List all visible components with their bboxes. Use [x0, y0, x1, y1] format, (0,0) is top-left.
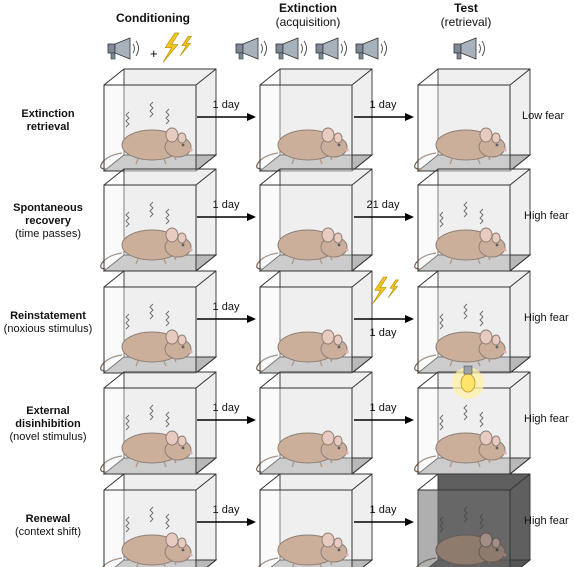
cage-box: [100, 270, 218, 374]
cage-box: [100, 68, 218, 172]
cage-box: [256, 270, 374, 374]
mouse-icon: [256, 127, 349, 170]
row-title-line: Reinstatement: [10, 310, 86, 322]
mouse-icon: [256, 227, 349, 270]
outcome-label: High fear: [524, 413, 569, 425]
cage-box: [414, 371, 532, 475]
speaker-icon: [355, 37, 387, 60]
mouse-icon: [414, 127, 507, 170]
arrow-extinction-to-test: [354, 416, 414, 424]
arrow-extinction-to-test: [354, 315, 414, 323]
cage-box: [258, 473, 374, 567]
arrow-extinction-to-test: [354, 518, 414, 526]
arrow-conditioning-to-extinction: [197, 315, 256, 323]
column-header-conditioning: Conditioning: [93, 11, 213, 25]
lightning-icon: [162, 32, 193, 63]
mouse-icon: [100, 227, 193, 270]
row-title-line: recovery: [25, 214, 71, 227]
cage-box: [414, 68, 532, 172]
arrow-conditioning-to-extinction: [197, 518, 256, 526]
lightbulb-icon: [452, 365, 484, 399]
mouse-icon: [256, 329, 349, 372]
column-subtitle: (retrieval): [440, 15, 492, 29]
row-title-line: External: [26, 404, 70, 417]
arrow-label-interval-2: 1 day: [369, 327, 397, 339]
lightning-icon: [372, 276, 400, 304]
row-4: [102, 473, 532, 567]
arrow-conditioning-to-extinction: [197, 213, 256, 221]
arrow-label-interval-1: 1 day: [212, 99, 240, 111]
arrow-label-interval-2: 1 day: [369, 99, 397, 111]
row-subtitle: (context shift): [14, 526, 82, 538]
row-2: [100, 270, 532, 374]
arrow-extinction-to-test: [354, 213, 414, 221]
outcome-label: Low fear: [522, 110, 565, 122]
speaker-icon: [275, 37, 307, 60]
row-subtitle: (novel stimulus): [9, 430, 87, 443]
column-title: Test: [454, 1, 478, 15]
column-title: Extinction: [278, 1, 337, 15]
mouse-icon: [100, 430, 193, 473]
speaker-icon: [107, 37, 139, 60]
mouse-icon: [256, 430, 349, 473]
arrow-conditioning-to-extinction: [197, 113, 256, 121]
arrow-conditioning-to-extinction: [197, 416, 256, 424]
cage-box: [414, 168, 532, 272]
row-label: Renewal(context shift): [0, 513, 96, 539]
arrow-label-interval-2: 1 day: [369, 402, 397, 414]
row-3: [100, 365, 532, 475]
row-0: [100, 68, 532, 172]
plus-sign: +: [150, 46, 158, 61]
row-title-line: disinhibition: [15, 417, 81, 430]
mouse-icon: [102, 532, 193, 567]
arrow-label-interval-1: 1 day: [212, 504, 240, 516]
arrow-label-interval-1: 1 day: [212, 301, 240, 313]
cage-box: [100, 371, 218, 475]
speaker-icon: [453, 37, 485, 60]
row-subtitle: (time passes): [14, 227, 82, 240]
cage-box: [256, 371, 374, 475]
cage-box: [414, 270, 532, 374]
outcome-label: High fear: [524, 515, 569, 527]
row-title-line: Extinction: [21, 108, 75, 120]
column-header-extinction: Extinction (acquisition): [248, 1, 368, 29]
speaker-icon: [315, 37, 347, 60]
cage-box: [416, 473, 532, 567]
cage-box: [100, 168, 218, 272]
cage-box: [102, 473, 218, 567]
row-subtitle: (noxious stimulus): [3, 323, 93, 335]
mouse-icon: [414, 227, 507, 270]
arrow-label-interval-2: 21 day: [366, 199, 400, 211]
column-title: Conditioning: [116, 11, 190, 25]
mouse-icon: [100, 127, 193, 170]
row-title-line: retrieval: [26, 121, 70, 133]
row-title-line: Renewal: [25, 513, 71, 525]
mouse-icon: [414, 329, 507, 372]
mouse-icon: [100, 329, 193, 372]
outcome-label: High fear: [524, 312, 569, 324]
arrow-label-interval-1: 1 day: [212, 199, 240, 211]
column-header-test: Test (retrieval): [406, 1, 526, 29]
row-title-line: Spontaneous: [13, 201, 83, 214]
arrow-extinction-to-test: [354, 113, 414, 121]
row-label: Reinstatement(noxious stimulus): [0, 310, 96, 336]
arrow-label-interval-2: 1 day: [369, 504, 397, 516]
cage-box: [256, 168, 374, 272]
cage-box: [256, 68, 374, 172]
mouse-icon: [414, 430, 507, 473]
outcome-label: High fear: [524, 210, 569, 222]
column-subtitle: (acquisition): [275, 15, 341, 29]
row-1: [100, 168, 532, 272]
speaker-icon: [235, 37, 267, 60]
arrow-label-interval-1: 1 day: [212, 402, 240, 414]
